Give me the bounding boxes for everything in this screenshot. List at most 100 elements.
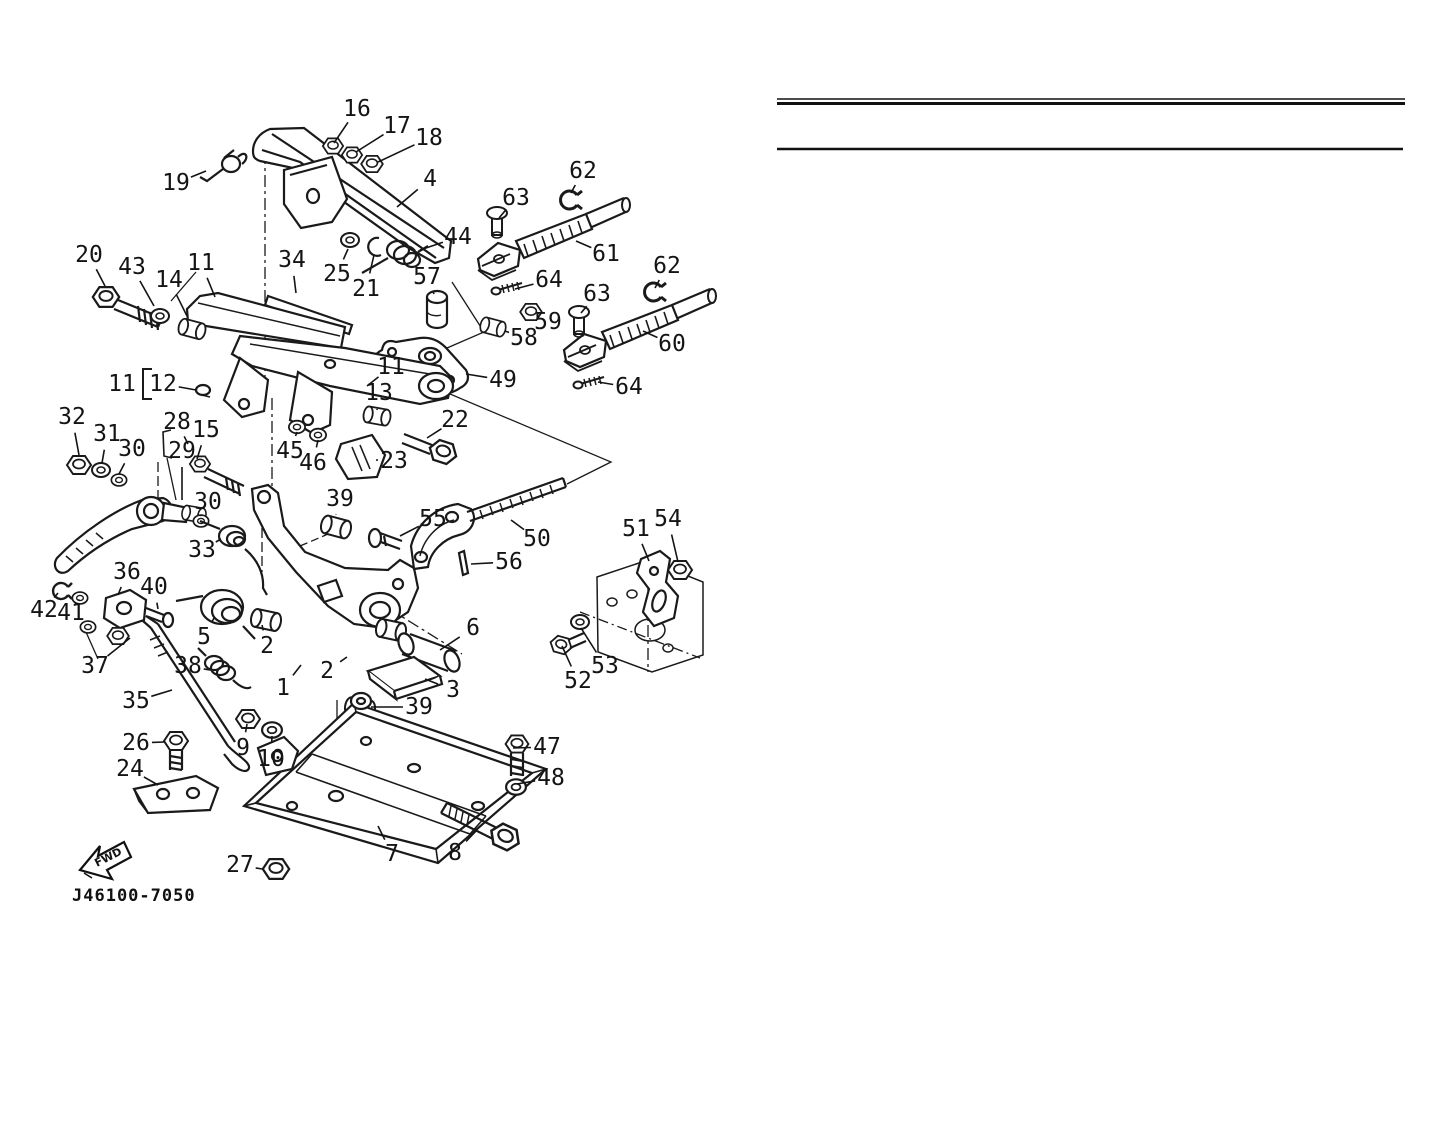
callout-label-34: 34 <box>278 247 306 273</box>
accelerator-pedal <box>199 126 453 274</box>
callout-label-35: 35 <box>122 688 150 714</box>
callout-leader-9 <box>244 723 248 733</box>
bracket-51 <box>635 549 680 628</box>
callout-label-31: 31 <box>93 421 121 447</box>
callout-leader-52 <box>561 645 573 667</box>
pivot-housing <box>91 285 461 481</box>
callout-leader-48 <box>516 780 536 785</box>
callout-leader-22 <box>426 428 442 439</box>
callout-label-55: 55 <box>419 506 447 532</box>
callout-leader-62 <box>570 184 577 194</box>
spring-5 <box>175 588 256 640</box>
callout-leader-49 <box>465 373 488 379</box>
callout-label-45: 45 <box>276 438 304 464</box>
callout-leader-63 <box>498 209 507 219</box>
callout-label-26: 26 <box>122 730 150 756</box>
callout-leader-51 <box>641 543 650 562</box>
callout-label-59: 59 <box>534 309 562 335</box>
cylinder-57 <box>425 289 449 330</box>
callout-label-18: 18 <box>415 125 443 151</box>
callout-label-3: 3 <box>446 677 460 703</box>
rod-35 <box>142 615 251 773</box>
callout-leader-53 <box>580 627 598 653</box>
callout-leader-21 <box>368 254 375 274</box>
callout-label-27: 27 <box>226 852 254 878</box>
callout-leader-35 <box>151 689 173 698</box>
callout-leader-28 <box>183 435 189 445</box>
callout-leader-1 <box>292 664 302 676</box>
fwd-arrow: FWD <box>78 840 133 881</box>
callout-label-50: 50 <box>523 526 551 552</box>
callout-leader-15 <box>196 445 203 460</box>
callout-label-5: 5 <box>197 624 211 650</box>
callout-label-21: 21 <box>352 276 380 302</box>
clip-62b <box>643 281 668 303</box>
callout-leader-31 <box>101 449 106 464</box>
callout-leader-64 <box>514 283 534 290</box>
callout-leader-40 <box>156 602 159 610</box>
callout-leader-43 <box>139 280 155 307</box>
callout-label-22: 22 <box>441 407 469 433</box>
callout-label-60: 60 <box>658 331 686 357</box>
callout-label-48: 48 <box>537 765 565 791</box>
callout-label-46: 46 <box>299 450 327 476</box>
callout-label-62: 62 <box>569 158 597 184</box>
callout-label-30: 30 <box>118 436 146 462</box>
bracket-24 <box>132 774 220 815</box>
callout-leader-24 <box>143 776 159 786</box>
pin-63b <box>568 305 590 338</box>
brake-lever-group <box>53 454 268 596</box>
callout-leader-58 <box>504 330 510 334</box>
bushing-58 <box>477 315 509 339</box>
callout-label-64: 64 <box>615 374 643 400</box>
callout-label-19: 19 <box>162 170 190 196</box>
callout-label-2: 2 <box>260 633 274 659</box>
clip-62a <box>559 189 584 211</box>
callout-label-32: 32 <box>58 404 86 430</box>
callout-label-61: 61 <box>592 241 620 267</box>
callout-label-56: 56 <box>495 549 523 575</box>
callout-leader-42 <box>53 592 59 599</box>
callout-label-17: 17 <box>383 113 411 139</box>
callout-leader-54 <box>670 534 679 563</box>
callout-leader-37 <box>107 637 131 657</box>
callout-label-40: 40 <box>140 574 168 600</box>
callout-label-58: 58 <box>510 325 538 351</box>
callout-label-33: 33 <box>188 537 216 563</box>
callout-leader-62 <box>654 279 661 289</box>
callout-label-43: 43 <box>118 254 146 280</box>
callout-label-11: 11 <box>187 250 215 276</box>
callout-leader-3 <box>424 678 439 685</box>
callout-leader-7 <box>377 825 386 841</box>
callout-leader-19 <box>190 170 207 178</box>
spring-38 <box>197 647 252 690</box>
callout-label-16: 16 <box>343 96 371 122</box>
callout-leader-47 <box>512 746 532 749</box>
callout-label-29: 29 <box>168 438 196 464</box>
callout-label-15: 15 <box>192 417 220 443</box>
callout-label-6: 6 <box>466 615 480 641</box>
callout-leader-8 <box>465 829 478 842</box>
callout-label-39: 39 <box>326 486 354 512</box>
base-plate-group <box>132 691 549 881</box>
callout-leader-55 <box>399 525 420 537</box>
callout-leader-30 <box>199 514 202 517</box>
callout-label-36: 36 <box>113 559 141 585</box>
callout-leader-63 <box>580 305 588 314</box>
callout-label-12: 12 <box>149 371 177 397</box>
callout-leader-45 <box>294 431 298 437</box>
callout-label-23: 23 <box>380 448 408 474</box>
callout-label-62: 62 <box>653 253 681 279</box>
callout-label-64: 64 <box>535 267 563 293</box>
header-rules <box>777 98 1405 151</box>
callout-leader-17 <box>355 133 384 153</box>
callout-label-54: 54 <box>654 506 682 532</box>
callout-label-4: 4 <box>423 166 437 192</box>
callout-label-10: 10 <box>257 746 285 772</box>
callout-label-52: 52 <box>564 668 592 694</box>
callout-leader-5 <box>210 617 215 624</box>
callout-leader-36 <box>117 586 122 596</box>
callout-label-41: 41 <box>57 600 85 626</box>
callout-label-42: 42 <box>30 597 58 623</box>
callout-leader-32 <box>74 432 80 456</box>
